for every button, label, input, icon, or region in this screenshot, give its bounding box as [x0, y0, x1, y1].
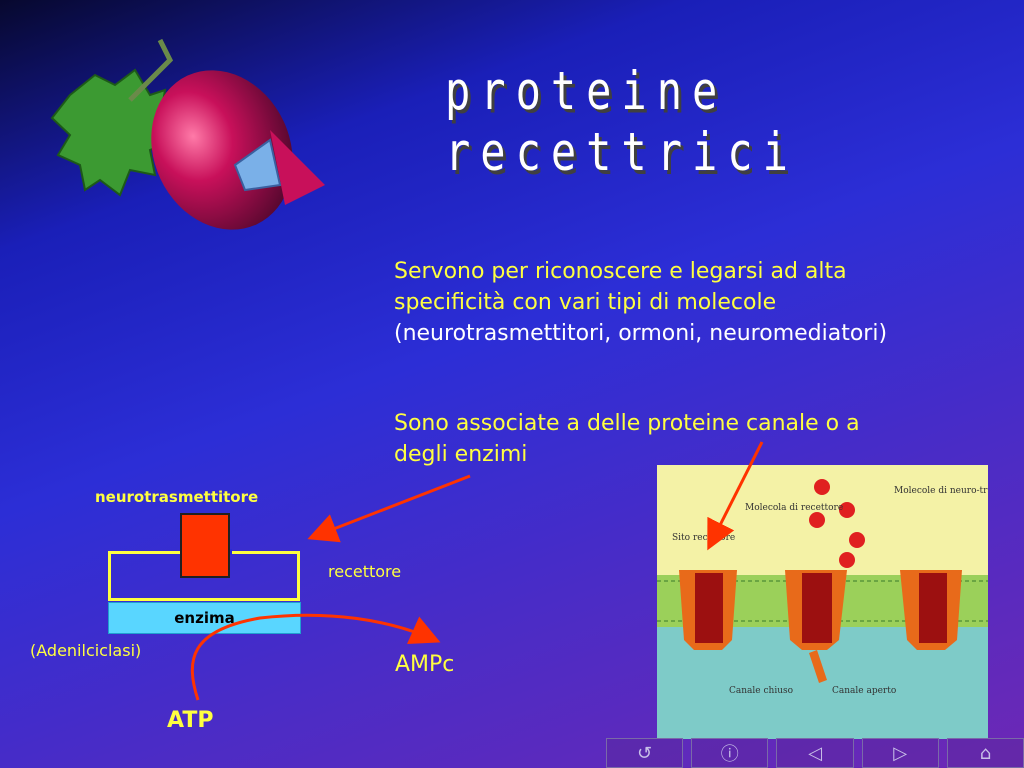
leaf-shape: [50, 68, 177, 197]
ampc-label: AMPc: [395, 652, 455, 677]
channel-closed-right: [900, 570, 962, 650]
enzyme-box: enzima: [108, 602, 301, 634]
home-button[interactable]: ⌂: [946, 738, 1024, 768]
grape-berry: [151, 70, 293, 230]
arrow-to-receptor: [307, 474, 471, 543]
receptor-label: recettore: [328, 562, 402, 581]
neurotransmitter-block: [180, 513, 230, 578]
channel-closed-left: [679, 570, 737, 650]
atp-label: ATP: [167, 708, 214, 733]
next-button[interactable]: ▷: [861, 738, 939, 768]
neurotransmitter-label: neurotrasmettitore: [95, 488, 259, 506]
membrane-figure: Molecole di neuro-trasmettitore Molecola…: [657, 465, 988, 739]
page-title: proteine recettrici: [445, 60, 798, 183]
figure-label-molecules: Molecole di neuro-trasmettitore: [894, 486, 988, 496]
paragraph-association: Sono associate a delle proteine canale o…: [394, 411, 860, 467]
return-button[interactable]: ↺: [606, 738, 684, 768]
figure-label-receptor-site: Sito recettore: [672, 533, 735, 543]
figure-label-receptor-molecule: Molecola di recettore: [745, 503, 843, 513]
neurotransmitter-molecules: [809, 479, 865, 568]
previous-button[interactable]: ◁: [776, 738, 854, 768]
paragraph-purpose-examples: (neurotrasmettitori, ormoni, neuromediat…: [394, 321, 888, 346]
paragraph-purpose: Servono per riconoscere e legarsi ad alt…: [394, 256, 924, 349]
info-button[interactable]: ⓘ: [691, 738, 769, 768]
channel-open-middle: [785, 570, 847, 683]
adenylcyclase-label: (Adenilciclasi): [30, 641, 142, 660]
figure-label-closed-channel: Canale chiuso: [729, 686, 793, 696]
figure-label-open-channel: Canale aperto: [832, 686, 896, 696]
slide-navigation: ↺ ⓘ ◁ ▷ ⌂: [606, 738, 1024, 768]
paragraph-purpose-main: Servono per riconoscere e legarsi ad alt…: [394, 259, 847, 315]
